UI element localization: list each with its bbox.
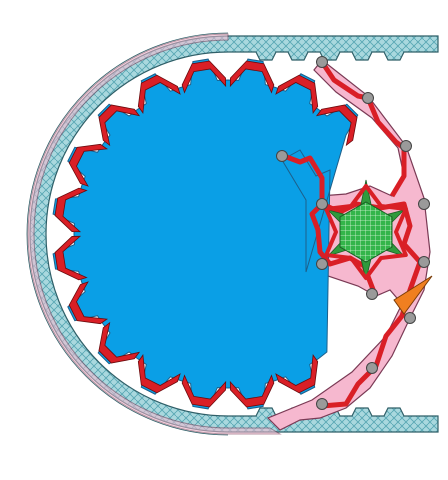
- chain-tooth: [229, 60, 275, 94]
- chain-tooth: [181, 60, 227, 94]
- chain-tooth: [98, 321, 141, 364]
- pivot-pin: [366, 362, 378, 374]
- hub-hexagon: [339, 201, 393, 263]
- wheel-body: [52, 58, 359, 410]
- pivot-pin: [316, 398, 328, 410]
- pivot-pin: [316, 198, 328, 210]
- pivot-pin: [316, 258, 328, 270]
- hub-chain: [324, 184, 408, 280]
- chain-tooth: [68, 281, 109, 325]
- chain-tooth: [275, 74, 319, 115]
- pivot-pin: [362, 92, 374, 104]
- wheel-layer: [52, 58, 359, 410]
- chain-tooth: [54, 187, 88, 233]
- pivot-pin: [276, 150, 288, 162]
- upper-chain: [319, 60, 407, 198]
- chain-tooth: [98, 104, 141, 147]
- chain-tooth: [275, 353, 319, 394]
- pivot-pin: [418, 198, 430, 210]
- wedge-layer: [393, 275, 433, 315]
- chain-tooth: [229, 374, 275, 408]
- belt-outer-edge: [26, 32, 229, 436]
- pivot-pin: [404, 312, 416, 324]
- pivot-pin: [418, 256, 430, 268]
- pivot-pin: [366, 288, 378, 300]
- pivot-pin: [316, 56, 328, 68]
- chain-tooth: [68, 143, 109, 187]
- chain-tooth: [54, 235, 88, 281]
- chain-tooth: [137, 353, 181, 394]
- pivot-layer: [276, 56, 430, 410]
- chain-tooth: [181, 374, 227, 408]
- chain-tooth: [137, 74, 181, 115]
- housing-shell: [27, 33, 282, 435]
- pivot-pin: [400, 140, 412, 152]
- chain-tooth: [315, 104, 358, 147]
- hub-layer: [324, 179, 408, 281]
- orange-wedge: [393, 275, 433, 315]
